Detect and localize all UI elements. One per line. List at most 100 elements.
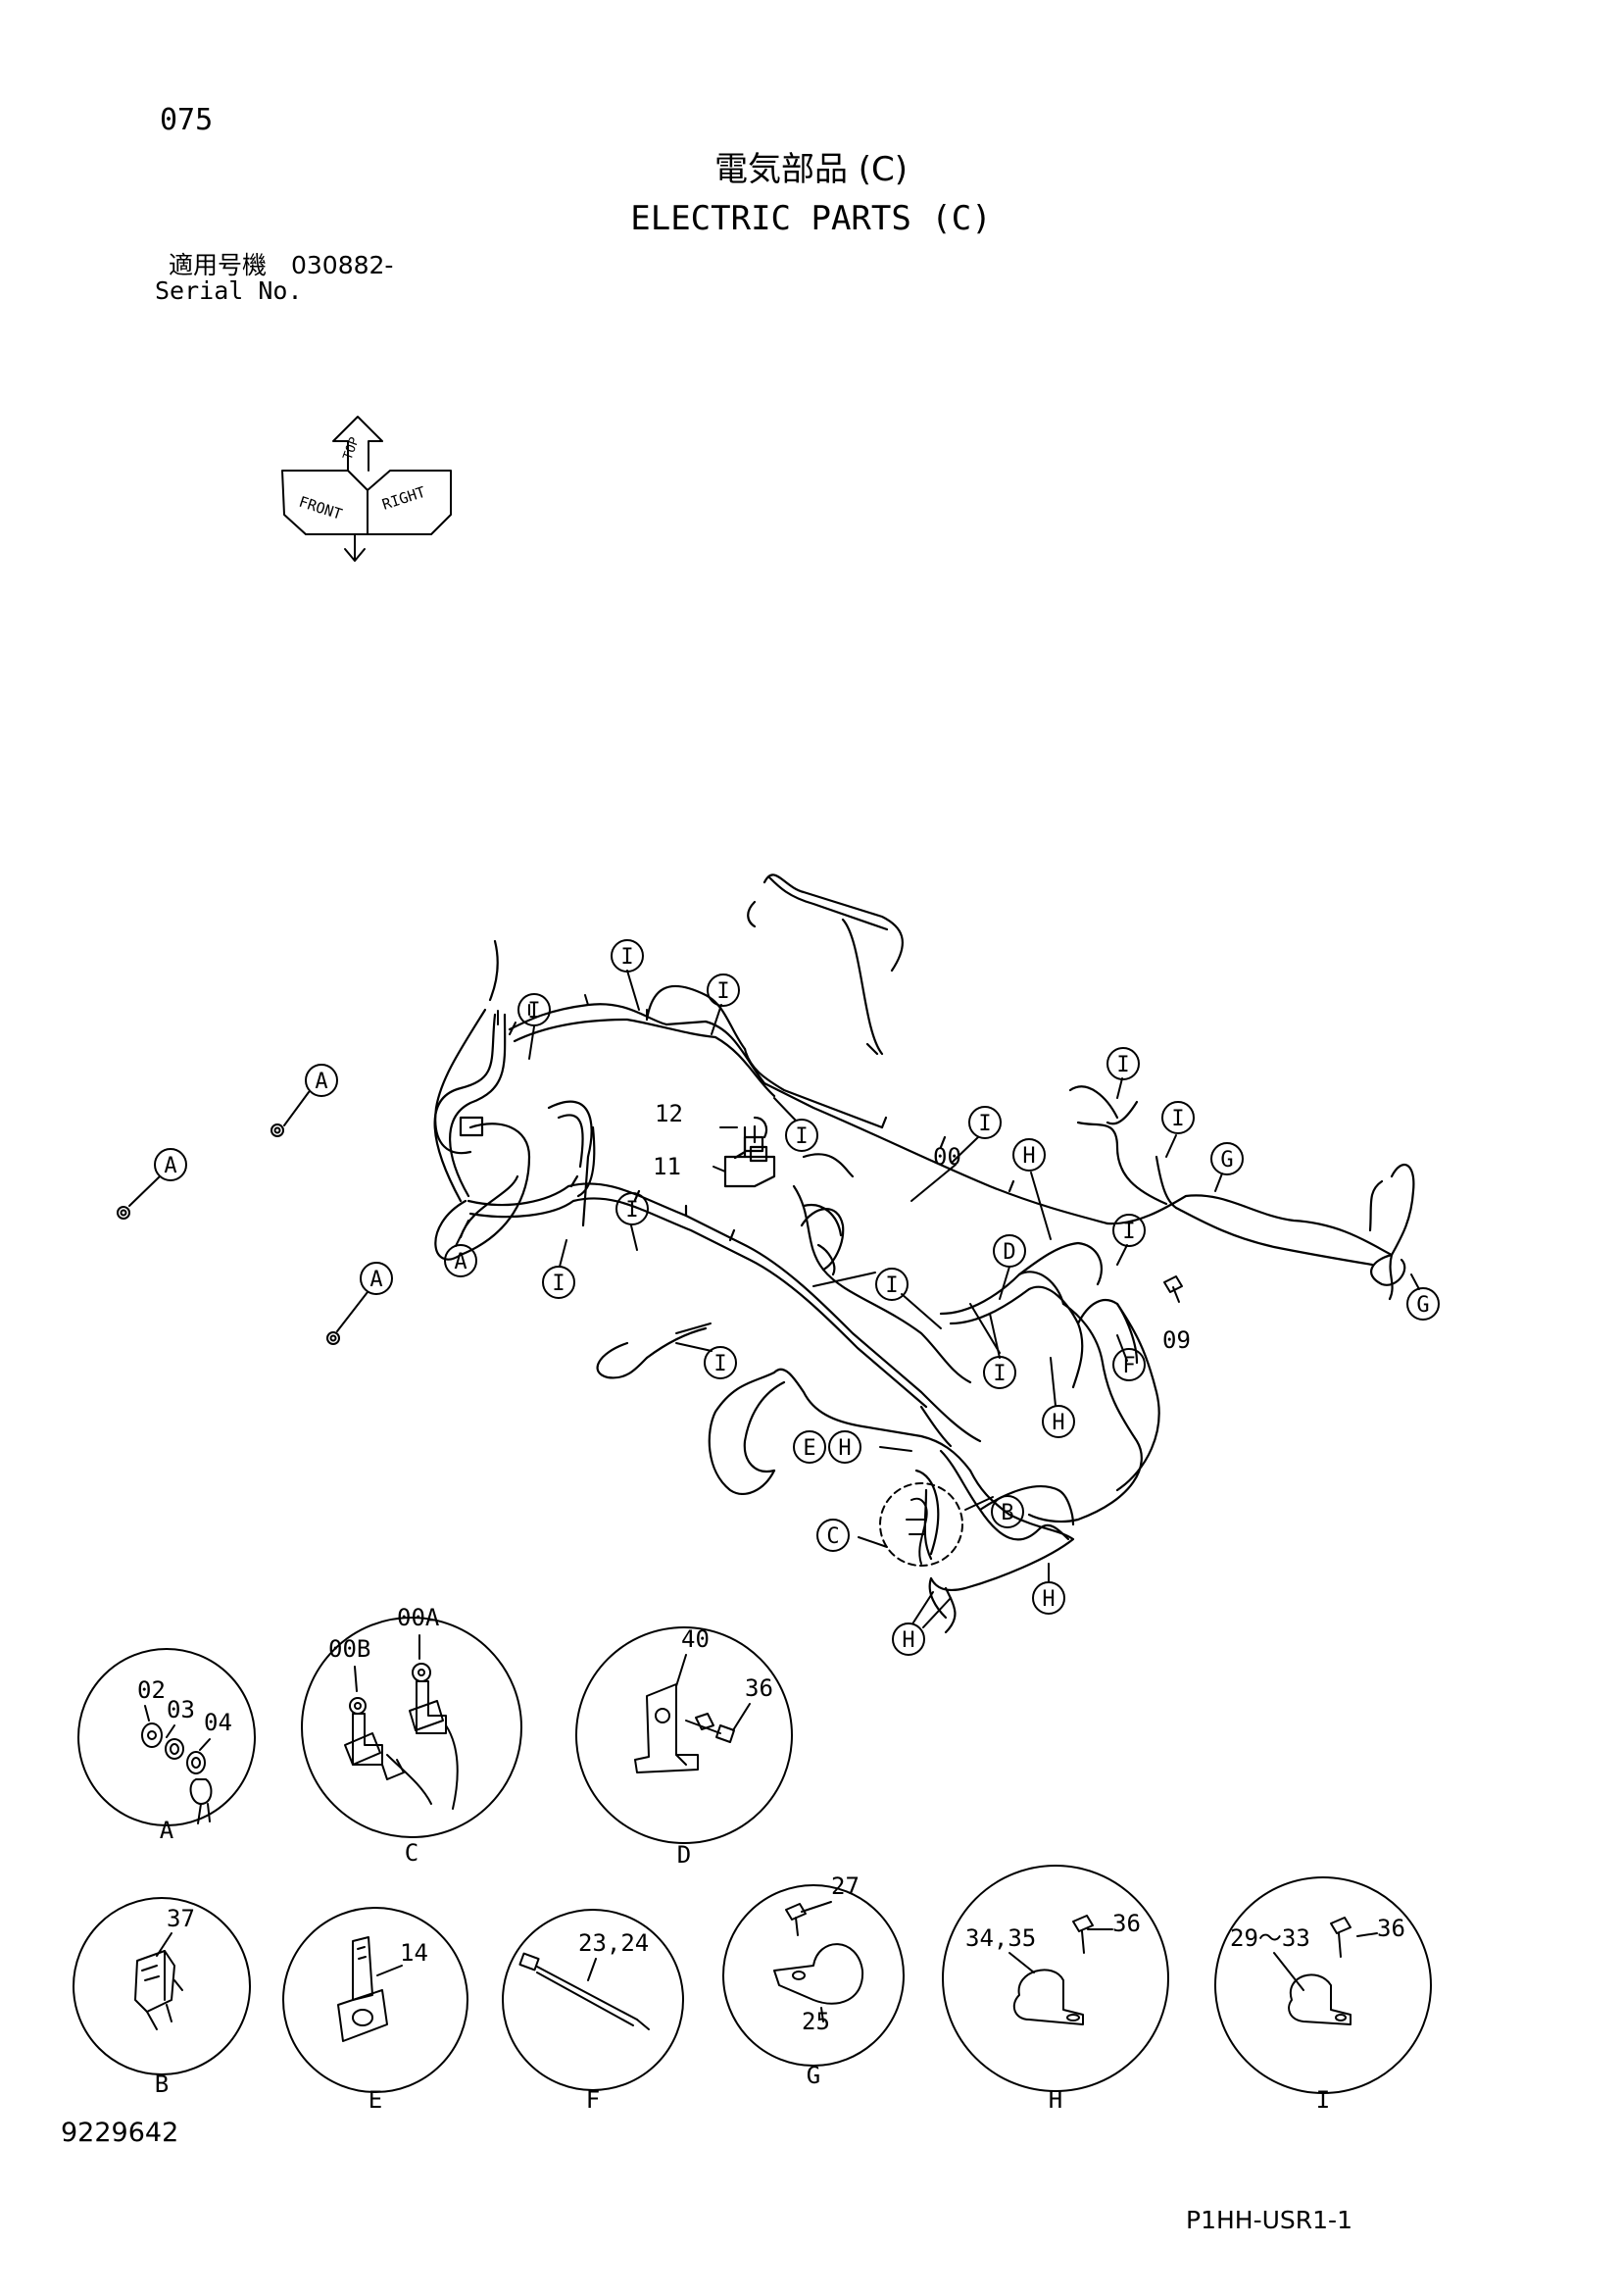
part-label-27: 27 xyxy=(831,1872,860,1900)
part-label-12: 12 xyxy=(655,1100,683,1127)
callout-h-3: H xyxy=(828,1430,861,1464)
callout-i-8: I xyxy=(704,1346,737,1379)
part-label-36-detail-h: 36 xyxy=(1112,1910,1141,1937)
callout-h-4: H xyxy=(1032,1581,1065,1615)
callout-i-2: I xyxy=(611,939,644,973)
callout-i-13: I xyxy=(983,1356,1016,1389)
callout-i-5: I xyxy=(968,1106,1002,1139)
svg-text:I: I xyxy=(716,979,729,1004)
detail-e: 14 E xyxy=(282,1907,468,2114)
detail-d-label: D xyxy=(677,1841,691,1869)
part-label-04: 04 xyxy=(204,1709,232,1736)
callout-g-1: G xyxy=(1210,1142,1244,1175)
callout-letters: A A A A I I I I I I I I I I I I I G G H … xyxy=(154,939,1440,1656)
callout-i-10: I xyxy=(1106,1047,1140,1080)
part-label-00a: 00A xyxy=(397,1604,440,1631)
callout-b-1: B xyxy=(991,1495,1024,1528)
svg-text:A: A xyxy=(454,1250,467,1274)
svg-text:A: A xyxy=(164,1154,176,1178)
wire-harness xyxy=(433,873,1415,1634)
front-label: FRONT xyxy=(297,493,345,524)
bolt-09 xyxy=(1163,1275,1183,1303)
document-number: 9229642 xyxy=(61,2118,179,2148)
title-japanese: 電気部品 (C) xyxy=(713,150,909,189)
svg-text:I: I xyxy=(625,1198,638,1223)
callout-i-3: I xyxy=(707,973,740,1007)
svg-text:I: I xyxy=(993,1362,1006,1386)
svg-text:I: I xyxy=(713,1352,726,1376)
serial-label-english: Serial No. xyxy=(155,276,303,305)
right-label: RIGHT xyxy=(380,483,428,514)
callout-h-1: H xyxy=(1012,1138,1046,1172)
part-label-14: 14 xyxy=(400,1939,428,1967)
detail-a: 02 03 04 A xyxy=(77,1648,256,1844)
nut-a-3 xyxy=(326,1331,340,1345)
part-label-34-35: 34,35 xyxy=(965,1924,1036,1952)
detail-f: 23,24 F xyxy=(502,1909,684,2114)
part-label-00: 00 xyxy=(933,1143,961,1171)
detail-c-magnifier xyxy=(879,1482,963,1567)
svg-text:A: A xyxy=(315,1070,327,1094)
top-label: TOP xyxy=(341,435,363,462)
callout-i-11: I xyxy=(1161,1101,1195,1134)
callout-h-5: H xyxy=(892,1622,925,1656)
svg-text:H: H xyxy=(1022,1144,1035,1169)
callout-a-2: A xyxy=(154,1148,187,1181)
detail-i: 29～33 36 I xyxy=(1214,1876,1432,2114)
svg-text:H: H xyxy=(1052,1411,1064,1435)
callout-i-12: I xyxy=(1112,1214,1146,1247)
part-label-37: 37 xyxy=(167,1905,195,1932)
part-label-36-detail-i: 36 xyxy=(1377,1915,1405,1942)
callout-h-2: H xyxy=(1042,1405,1075,1438)
callout-i-9: I xyxy=(875,1268,909,1301)
detail-d: 40 36 D xyxy=(575,1625,793,1869)
detail-e-label: E xyxy=(369,2086,382,2114)
callout-i-4: I xyxy=(785,1119,818,1152)
svg-text:H: H xyxy=(902,1628,914,1653)
orientation-icon: FRONT RIGHT TOP xyxy=(281,416,452,562)
svg-text:E: E xyxy=(803,1436,815,1461)
part-label-25: 25 xyxy=(802,2008,830,2035)
svg-text:F: F xyxy=(1122,1354,1135,1378)
svg-text:C: C xyxy=(826,1524,839,1549)
part-label-36-detail-d: 36 xyxy=(745,1674,773,1702)
detail-c: 00B 00A C xyxy=(301,1604,522,1867)
callout-e-1: E xyxy=(793,1430,826,1464)
title-english: ELECTRIC PARTS (C) xyxy=(630,199,992,238)
leader-lines xyxy=(128,970,1420,1628)
part-label-09: 09 xyxy=(1162,1326,1191,1354)
callout-c-1: C xyxy=(816,1519,850,1552)
callout-f-1: F xyxy=(1112,1348,1146,1381)
svg-text:G: G xyxy=(1416,1293,1429,1318)
svg-text:A: A xyxy=(369,1268,382,1292)
detail-g: 27 25 G xyxy=(722,1872,905,2089)
callout-i-1: I xyxy=(517,993,551,1026)
main-part-labels: 00 09 11 12 xyxy=(653,1100,1191,1354)
svg-text:I: I xyxy=(620,945,633,970)
detail-h: 34,35 36 H xyxy=(942,1865,1169,2114)
callout-d-1: D xyxy=(993,1234,1026,1268)
page-number: 075 xyxy=(160,103,214,137)
sheet-code: P1HH-USR1-1 xyxy=(1186,2206,1352,2234)
callout-g-2: G xyxy=(1406,1287,1440,1321)
detail-a-label: A xyxy=(160,1817,174,1844)
detail-b-label: B xyxy=(155,2071,169,2098)
svg-text:H: H xyxy=(838,1436,851,1461)
serial-label-japanese: 適用号機 030882- xyxy=(169,251,394,279)
svg-text:G: G xyxy=(1220,1148,1233,1173)
svg-text:I: I xyxy=(1122,1220,1135,1244)
callout-i-7: I xyxy=(542,1266,575,1299)
svg-text:H: H xyxy=(1042,1587,1055,1612)
callout-a-1: A xyxy=(305,1064,338,1097)
detail-c-label: C xyxy=(405,1839,418,1867)
part-label-00b: 00B xyxy=(328,1635,370,1663)
svg-text:I: I xyxy=(1116,1053,1129,1077)
svg-text:I: I xyxy=(885,1273,898,1298)
detail-i-label: I xyxy=(1316,2086,1330,2114)
callout-a-4: A xyxy=(444,1244,477,1277)
callout-i-6: I xyxy=(615,1192,649,1225)
detail-h-label: H xyxy=(1049,2086,1062,2114)
detail-f-label: F xyxy=(586,2086,600,2114)
